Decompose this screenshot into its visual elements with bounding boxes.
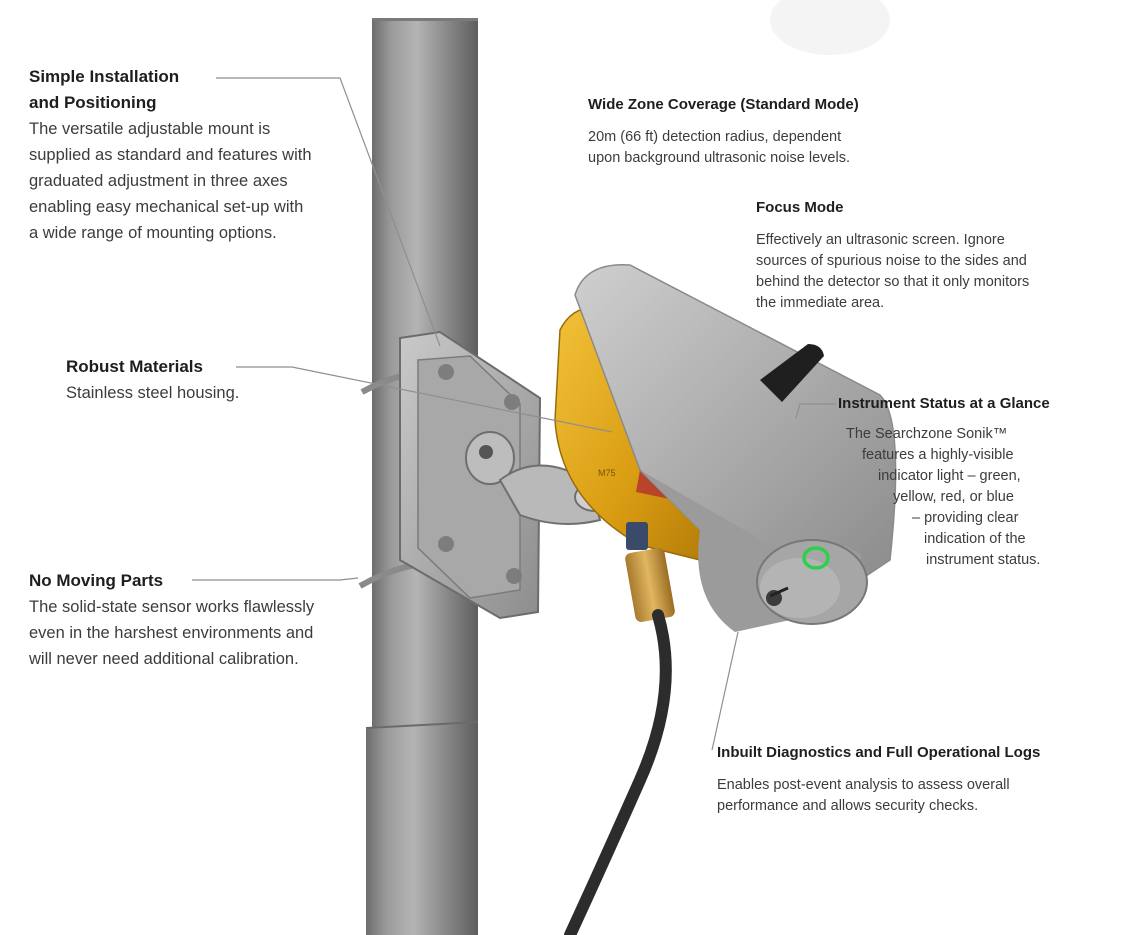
callout-body-line: indicator light – green, <box>878 468 1021 484</box>
callout-body-line: Effectively an ultrasonic screen. Ignore <box>756 232 1005 248</box>
callout-title: Inbuilt Diagnostics and Full Operational… <box>717 744 1041 761</box>
callout-body-line: graduated adjustment in three axes <box>29 172 288 190</box>
callout-body-line: indication of the <box>924 531 1026 547</box>
callout-body-line: performance and allows security checks. <box>717 798 979 814</box>
callout-title: and Positioning <box>29 93 157 112</box>
callout-body-line: will never need additional calibration. <box>29 650 299 668</box>
sun-shroud <box>574 264 897 632</box>
leader-diagnostics <box>711 631 739 751</box>
cable <box>564 609 672 935</box>
callout-body-line: – providing clear <box>912 510 1019 526</box>
antenna-knob <box>760 344 824 402</box>
callout-body-line: upon background ultrasonic noise levels. <box>588 150 850 166</box>
callout-instrument-status: Instrument Status at a Glance The Search… <box>838 394 1108 571</box>
callout-body-line: a wide range of mounting options. <box>29 224 277 242</box>
cable-gland <box>625 522 675 622</box>
callout-body-line: The Searchzone Sonik™ <box>846 426 1008 442</box>
leader-robust-materials <box>236 366 613 433</box>
callout-body-line: Enables post-event analysis to assess ov… <box>717 777 1010 793</box>
callout-title: No Moving Parts <box>29 571 164 590</box>
background-glow <box>770 0 890 55</box>
callout-wide-zone-coverage: Wide Zone Coverage (Standard Mode) 20m (… <box>588 95 918 169</box>
callout-title: Robust Materials <box>66 357 203 376</box>
callout-body-line: enabling easy mechanical set-up with <box>29 198 304 216</box>
callout-focus-mode: Focus Mode Effectively an ultrasonic scr… <box>756 198 1086 314</box>
callout-body-line: supplied as standard and features with <box>29 146 312 164</box>
callout-title: Instrument Status at a Glance <box>838 395 1050 412</box>
callout-title: Simple Installation <box>29 67 180 86</box>
callout-diagnostics: Inbuilt Diagnostics and Full Operational… <box>717 743 1097 817</box>
callout-body-line: sources of spurious noise to the sides a… <box>756 253 1027 269</box>
leader-simple-installation <box>216 77 441 347</box>
callout-body-line: The solid-state sensor works flawlessly <box>29 598 315 616</box>
callout-body-line: Stainless steel housing. <box>66 384 240 402</box>
leader-lines <box>192 77 836 751</box>
adjustable-mount <box>399 330 616 620</box>
callout-body-line: The versatile adjustable mount is <box>29 120 271 138</box>
callout-simple-installation: Simple Installation and Positioning The … <box>29 64 369 246</box>
callout-body-line: instrument status. <box>926 552 1041 568</box>
callout-title: Focus Mode <box>756 199 844 216</box>
callout-robust-materials: Robust Materials Stainless steel housing… <box>66 354 366 406</box>
callout-body-line: yellow, red, or blue <box>893 489 1014 505</box>
leader-instrument-status <box>795 403 836 419</box>
callout-body-line: even in the harshest environments and <box>29 624 314 642</box>
callout-body-line: 20m (66 ft) detection radius, dependent <box>588 129 842 145</box>
callout-body-line: features a highly-visible <box>862 447 1014 463</box>
callout-title: Wide Zone Coverage (Standard Mode) <box>588 96 859 113</box>
status-indicator-light <box>802 546 830 570</box>
callout-no-moving-parts: No Moving Parts The solid-state sensor w… <box>29 568 369 672</box>
callout-body-line: the immediate area. <box>756 295 885 311</box>
housing-marking: M75 <box>598 468 616 478</box>
callout-body-line: behind the detector so that it only moni… <box>756 274 1030 290</box>
leader-no-moving-parts <box>192 577 359 581</box>
